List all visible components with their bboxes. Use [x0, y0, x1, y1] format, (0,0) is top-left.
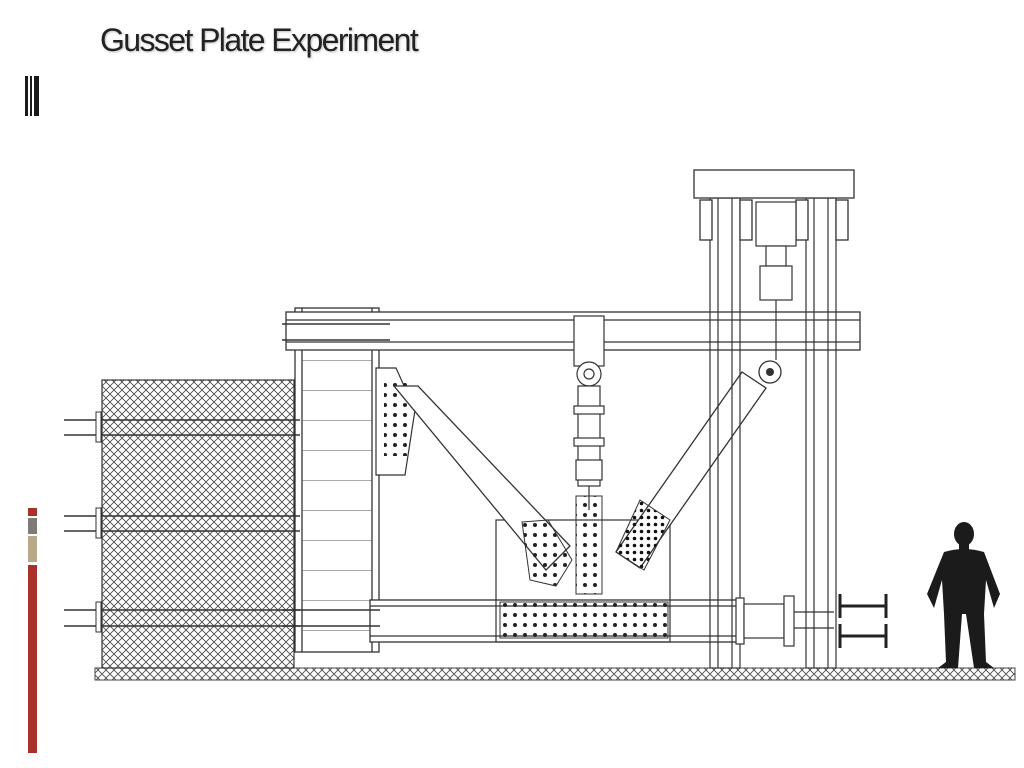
- bottom-splice-bolts: [499, 601, 669, 639]
- horizontal-actuator: [735, 595, 834, 647]
- anchor-rods: [64, 419, 300, 627]
- load-frame-right-tower: [805, 197, 837, 669]
- side-accent-red: [28, 565, 37, 753]
- side-accent-red-top: [28, 508, 37, 516]
- ladder-rungs: [302, 332, 372, 652]
- test-setup-diagram: [50, 150, 1024, 690]
- ground-strip: [94, 667, 1016, 681]
- bottom-beam-rods: [282, 609, 380, 627]
- reaction-i-beams: [838, 594, 888, 648]
- vertical-link-plate: [575, 495, 603, 595]
- reaction-wall: [101, 379, 295, 669]
- vertical-link: [573, 315, 605, 510]
- top-beam: [285, 311, 861, 351]
- top-beam-rods: [282, 323, 390, 341]
- load-frame-crosshead: [693, 169, 855, 241]
- right-brace-bolt-group: [615, 499, 671, 571]
- left-brace-bolt-group: [521, 519, 573, 587]
- side-accent-gray: [28, 518, 37, 534]
- person-silhouette: [924, 522, 1004, 675]
- side-accent-tan: [28, 536, 37, 562]
- anchor-plates: [95, 411, 102, 633]
- vertical-actuator: [755, 201, 797, 360]
- slide-title: Gusset Plate Experiment: [100, 22, 419, 58]
